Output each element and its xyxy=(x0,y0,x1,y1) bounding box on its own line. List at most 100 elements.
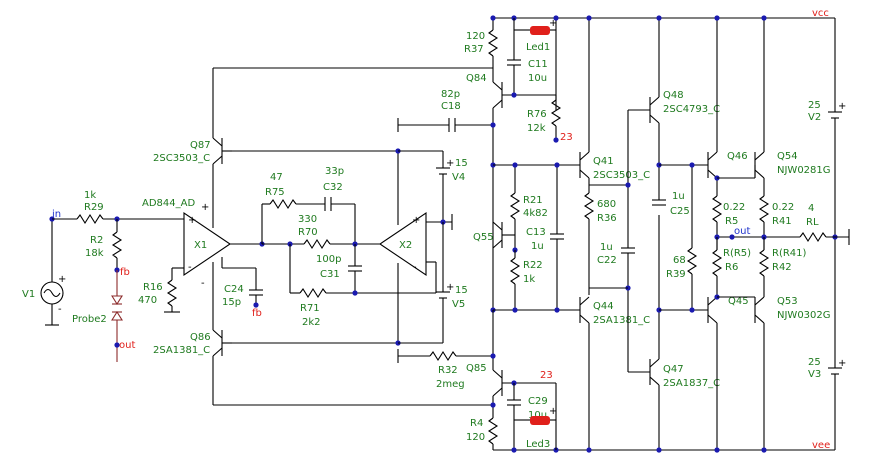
r36-name: R36 xyxy=(597,213,617,224)
v2-name: V2 xyxy=(808,112,821,123)
svg-text:-: - xyxy=(413,262,417,273)
q54-name: Q54 xyxy=(777,151,798,162)
r39-top-node xyxy=(689,162,695,168)
fb-label-1: fb xyxy=(120,267,130,278)
r2-name: R2 xyxy=(90,235,103,246)
c29-name: C29 xyxy=(528,396,548,407)
resistor-r75 xyxy=(262,198,325,210)
r41-value: 0.22 xyxy=(772,202,794,213)
fb-node-2 xyxy=(253,302,259,308)
q46-name: Q46 xyxy=(727,151,748,162)
capacitor-c11 xyxy=(502,59,556,96)
r39-name: R39 xyxy=(666,269,686,280)
r75-value: 47 xyxy=(270,172,283,183)
c31-name: C31 xyxy=(320,269,340,280)
v5-value: 15 xyxy=(455,285,468,296)
q44-name: Q44 xyxy=(593,301,614,312)
q47-value: 2SA1837_C xyxy=(663,378,720,389)
vcc-node-7 xyxy=(761,15,767,21)
source-v1: + - xyxy=(40,219,66,326)
r32-value: 2meg xyxy=(436,379,465,390)
r16-value: 470 xyxy=(138,295,157,306)
capacitor-c18 xyxy=(397,118,493,132)
r22-bot-node xyxy=(512,307,518,313)
r21-top-node xyxy=(512,162,518,168)
c24-value: 15p xyxy=(222,297,241,308)
r36-value: 680 xyxy=(597,199,616,210)
resistor-r22 xyxy=(509,250,521,310)
supply-v3: + xyxy=(828,237,846,450)
r29-name: R29 xyxy=(84,202,104,213)
q87-name: Q87 xyxy=(190,140,211,151)
r22-name: R22 xyxy=(523,260,543,271)
svg-text:-: - xyxy=(201,278,205,289)
out-label-2: out xyxy=(734,226,750,237)
r5-value: 0.22 xyxy=(723,202,745,213)
transistor-q48 xyxy=(649,18,660,200)
r21-value: 4k82 xyxy=(523,208,548,219)
vcc-node-6 xyxy=(714,15,720,21)
r37-name: R37 xyxy=(464,44,484,55)
opamp-x1: + - + - xyxy=(183,185,262,300)
v5-name: V5 xyxy=(452,299,465,310)
capacitor-c22 xyxy=(621,110,635,372)
v2-value: 25 xyxy=(808,100,821,111)
resistor-r70 xyxy=(262,238,380,250)
vee-node-5 xyxy=(511,447,517,453)
opamp-x2: + - xyxy=(379,151,453,343)
q48-value: 2SC4793_C xyxy=(663,104,720,115)
c11-name: C11 xyxy=(528,59,548,70)
v4-name: V4 xyxy=(452,172,465,183)
capacitor-c13 xyxy=(550,165,564,310)
q55-name: Q55 xyxy=(473,232,494,243)
transistor-q54 xyxy=(754,18,765,196)
v1-name: V1 xyxy=(22,289,35,300)
svg-text:+: + xyxy=(446,282,454,293)
resistor-r16 xyxy=(164,267,184,313)
c25-value: 1u xyxy=(672,191,685,202)
q85-name: Q85 xyxy=(466,363,487,374)
vee-node-3 xyxy=(714,447,720,453)
r16-name: R16 xyxy=(143,282,163,293)
fb-label-2: fb xyxy=(252,308,262,319)
resistor-rl xyxy=(799,229,850,245)
rl-value: 4 xyxy=(808,203,814,214)
q87-value: 2SC3503_C xyxy=(153,153,210,164)
transistor-q45 xyxy=(707,296,718,450)
transistor-q86 xyxy=(212,300,232,405)
r6-value: R(R5) xyxy=(723,248,751,259)
q84-name: Q84 xyxy=(466,73,487,84)
capacitor-c31 xyxy=(348,244,362,293)
c22-value: 1u xyxy=(600,242,613,253)
c18-name: C18 xyxy=(441,101,461,112)
node-23-top xyxy=(553,137,559,143)
svg-text:+: + xyxy=(412,215,420,226)
resistor-r21 xyxy=(509,165,521,250)
c13-top-node xyxy=(554,162,560,168)
probe2-name: Probe2 xyxy=(72,314,107,325)
q45-name: Q45 xyxy=(728,296,749,307)
q44-value: 2SA1381_C xyxy=(593,315,650,326)
c22-name: C22 xyxy=(597,255,617,266)
svg-text:+: + xyxy=(446,158,454,169)
r70-name: R70 xyxy=(298,227,318,238)
resistor-r2 xyxy=(111,219,123,270)
supply-v5: + xyxy=(398,222,454,344)
c32-name: C32 xyxy=(323,182,343,193)
r32-name: R32 xyxy=(438,365,458,376)
transistor-q53 xyxy=(754,296,765,450)
r70-value: 330 xyxy=(298,214,317,225)
vee-node-1 xyxy=(586,447,592,453)
transistor-q85 xyxy=(492,369,503,418)
rl-name: RL xyxy=(806,217,819,228)
q86-name: Q86 xyxy=(190,332,211,343)
capacitor-c29 xyxy=(507,383,521,450)
q85-emitter-node xyxy=(490,402,496,408)
led3: + xyxy=(514,406,557,450)
resistor-r6 xyxy=(711,237,723,297)
supply-v2: + xyxy=(828,18,846,237)
c13-name: C13 xyxy=(526,227,546,238)
net-23-bottom: 23 xyxy=(540,370,553,381)
r29-value: 1k xyxy=(84,190,96,201)
